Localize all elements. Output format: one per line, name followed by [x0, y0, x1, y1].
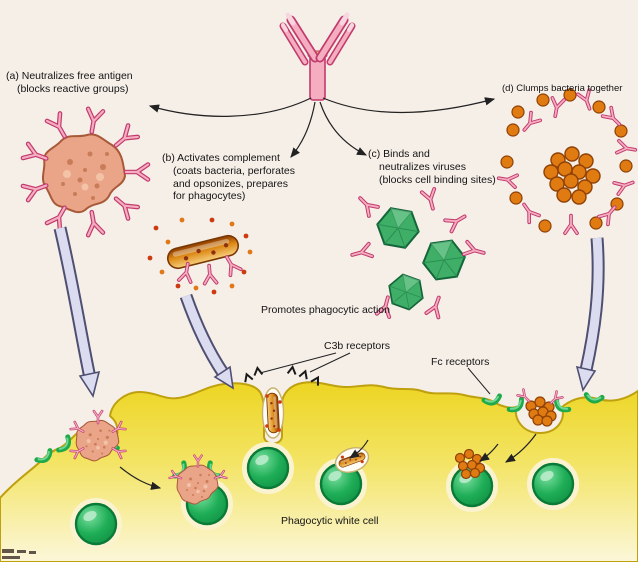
label-promotes-text: Promotes phagocytic action — [261, 304, 390, 316]
label-function-b-line4: for phagocytes) — [173, 190, 246, 203]
ribbon-arrow-left — [53, 226, 101, 398]
small-arrows — [119, 433, 537, 490]
virus-icons — [348, 187, 488, 320]
label-function-b-title: (b) Activates complement — [162, 152, 280, 164]
label-phagocytic-white-cell: Phagocytic white cell — [281, 515, 378, 528]
antibody-icon — [279, 12, 356, 101]
label-function-b-line2: (coats bacteria, perforates — [173, 164, 295, 177]
label-function-d-title: (d) Clumps bacteria together — [502, 83, 623, 94]
vacuole-with-bacterium — [334, 447, 370, 473]
label-cell-text: Phagocytic white cell — [281, 515, 379, 527]
cropped-caption-fragment — [2, 549, 36, 559]
ribbon-arrow-middle — [179, 293, 235, 390]
label-function-a: (a) Neutralizes free antigen (blocks rea… — [6, 70, 133, 96]
bacteria-clump-icon — [495, 88, 638, 236]
label-fc-text: Fc receptors — [431, 356, 490, 368]
label-c3b-receptors: C3b receptors — [324, 340, 390, 353]
label-function-c: (c) Binds and neutralizes viruses (block… — [368, 148, 496, 186]
label-function-a-subtitle: (blocks reactive groups) — [17, 82, 129, 95]
label-function-b-line3: and opsonizes, prepares — [173, 177, 288, 190]
vacuole-icon — [261, 387, 285, 439]
label-function-b: (b) Activates complement (coats bacteria… — [162, 152, 295, 203]
label-function-d: (d) Clumps bacteria together — [502, 83, 622, 95]
ribbon-arrow-right — [575, 237, 605, 392]
label-function-a-title: (a) Neutralizes free antigen — [6, 70, 133, 82]
function-arrows — [148, 97, 496, 158]
antigen-icon — [23, 109, 148, 235]
label-function-c-line2: neutralizes viruses — [379, 160, 466, 173]
label-c3b-text: C3b receptors — [324, 340, 390, 352]
label-promotes-phagocytic-action: Promotes phagocytic action — [261, 304, 390, 317]
label-function-c-line1: (c) Binds and — [368, 148, 430, 160]
bacterium-icon — [147, 217, 253, 295]
label-function-c-line3: (blocks cell binding sites) — [379, 173, 496, 186]
engulfed-bacteria-clump-2 — [516, 388, 564, 427]
label-fc-receptors: Fc receptors — [431, 356, 489, 369]
receptor-pointer-lines — [259, 352, 491, 395]
